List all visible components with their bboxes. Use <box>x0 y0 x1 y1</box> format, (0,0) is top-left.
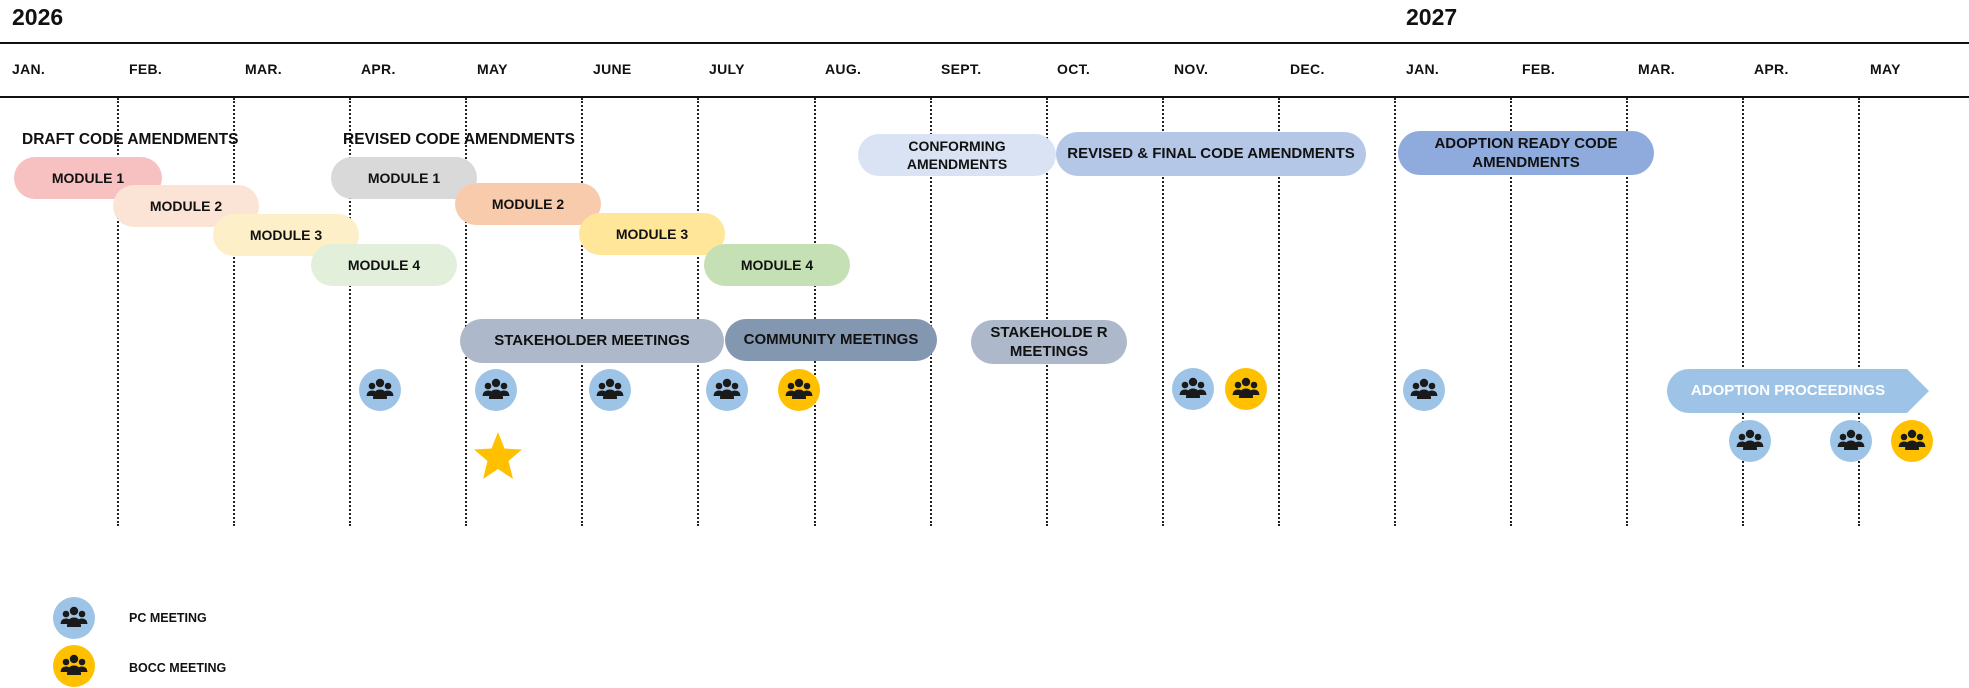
revised-final-code-amendments-bar: REVISED & FINAL CODE AMENDMENTS <box>1056 132 1366 176</box>
pc-meeting-icon <box>359 369 401 411</box>
pc-meeting-icon <box>1403 369 1445 411</box>
pc-meeting-icon <box>475 369 517 411</box>
revised-module-1-bar: MODULE 1 <box>331 157 477 199</box>
month-divider <box>349 98 351 526</box>
conforming-amendments-bar: CONFORMING AMENDMENTS <box>858 134 1056 176</box>
year-2027: 2027 <box>1406 4 1458 30</box>
month-divider <box>1162 98 1164 526</box>
month-divider <box>1742 98 1744 526</box>
month-label: FEB. <box>129 61 163 77</box>
month-divider <box>1278 98 1280 526</box>
month-label: JAN. <box>12 61 46 77</box>
revised-code-amendments-title: REVISED CODE AMENDMENTS <box>343 131 575 148</box>
draft-module-4-bar: MODULE 4 <box>311 244 457 286</box>
month-label: DEC. <box>1290 61 1325 77</box>
month-label: MAY <box>477 61 508 77</box>
month-divider <box>1858 98 1860 526</box>
month-label: APR. <box>1754 61 1789 77</box>
revised-module-3-bar: MODULE 3 <box>579 213 725 255</box>
month-divider <box>814 98 816 526</box>
pc-meeting-icon <box>706 369 748 411</box>
adoption-proceedings-arrow: ADOPTION PROCEEDINGS <box>1667 369 1929 413</box>
adoption-ready-code-amendments-bar: ADOPTION READY CODE AMENDMENTS <box>1398 131 1654 175</box>
month-label: FEB. <box>1522 61 1556 77</box>
pc-meeting-icon <box>1172 368 1214 410</box>
month-label: JAN. <box>1406 61 1440 77</box>
header-top-rule <box>0 42 1969 44</box>
legend-bocc-meeting-icon <box>53 645 95 687</box>
revised-module-4-bar: MODULE 4 <box>704 244 850 286</box>
month-label: OCT. <box>1057 61 1091 77</box>
month-label: APR. <box>361 61 396 77</box>
month-divider <box>1394 98 1396 526</box>
month-divider <box>1510 98 1512 526</box>
legend-pc-meeting-label: PC MEETING <box>129 611 207 625</box>
legend-pc-meeting-icon <box>53 597 95 639</box>
community-meetings-bar: COMMUNITY MEETINGS <box>725 319 937 361</box>
draft-code-amendments-title: DRAFT CODE AMENDMENTS <box>22 131 239 148</box>
bocc-meeting-icon <box>778 369 820 411</box>
month-label: MAR. <box>245 61 282 77</box>
legend-bocc-meeting-label: BOCC MEETING <box>129 661 227 675</box>
month-divider <box>930 98 932 526</box>
revised-module-2-bar: MODULE 2 <box>455 183 601 225</box>
bocc-meeting-icon <box>1891 420 1933 462</box>
month-label: NOV. <box>1174 61 1209 77</box>
stakeholder-meetings-bar-2: STAKEHOLDE R MEETINGS <box>971 320 1127 364</box>
month-divider <box>233 98 235 526</box>
stakeholder-meetings-bar: STAKEHOLDER MEETINGS <box>460 319 724 363</box>
month-divider <box>1626 98 1628 526</box>
star-icon <box>474 432 522 479</box>
pc-meeting-icon <box>1729 420 1771 462</box>
year-2026: 2026 <box>12 4 64 30</box>
bocc-meeting-icon <box>1225 368 1267 410</box>
month-label: MAY <box>1870 61 1901 77</box>
month-divider <box>697 98 699 526</box>
month-divider <box>1046 98 1048 526</box>
month-divider <box>465 98 467 526</box>
month-label: MAR. <box>1638 61 1675 77</box>
pc-meeting-icon <box>589 369 631 411</box>
month-label: JULY <box>709 61 745 77</box>
month-divider <box>581 98 583 526</box>
draft-module-3-bar: MODULE 3 <box>213 214 359 256</box>
month-divider <box>117 98 119 526</box>
month-label: SEPT. <box>941 61 982 77</box>
pc-meeting-icon <box>1830 420 1872 462</box>
header-bottom-rule <box>0 96 1969 98</box>
month-label: JUNE <box>593 61 632 77</box>
month-label: AUG. <box>825 61 862 77</box>
